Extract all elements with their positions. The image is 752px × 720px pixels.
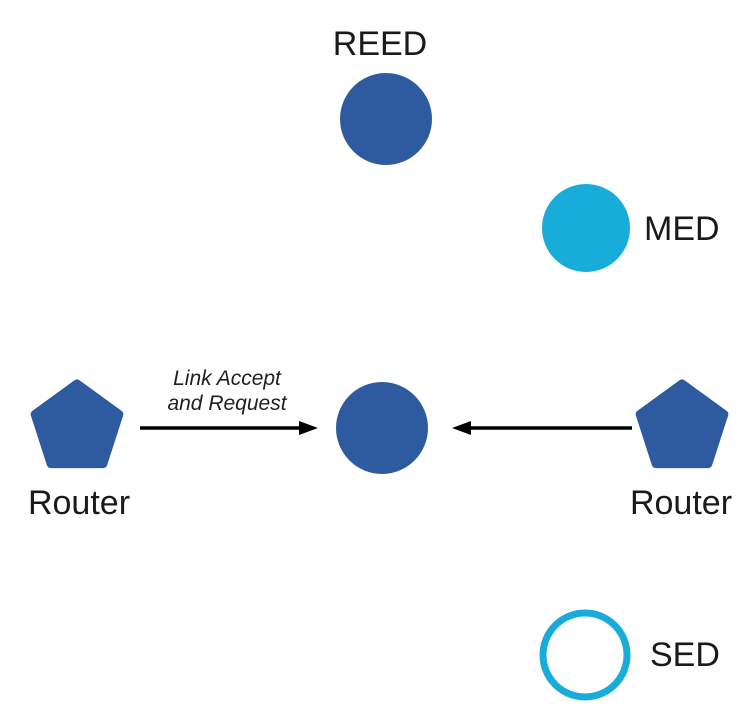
center-node-circle: [336, 382, 428, 474]
sed-node-circle: [539, 609, 631, 701]
reed-node-label: REED: [333, 25, 427, 63]
reed-node-circle: [340, 73, 432, 165]
med-node-circle: [542, 184, 630, 272]
router-left-label: Router: [28, 484, 130, 522]
router-right-pentagon: [635, 379, 729, 469]
med-node-label: MED: [644, 210, 720, 248]
router-right-label: Router: [630, 484, 732, 522]
sed-node-label: SED: [650, 636, 720, 674]
link-accept-label-line1: Link Accept: [173, 367, 282, 390]
link-accept-label-line2: and Request: [167, 392, 287, 415]
router-left-pentagon: [30, 379, 124, 469]
